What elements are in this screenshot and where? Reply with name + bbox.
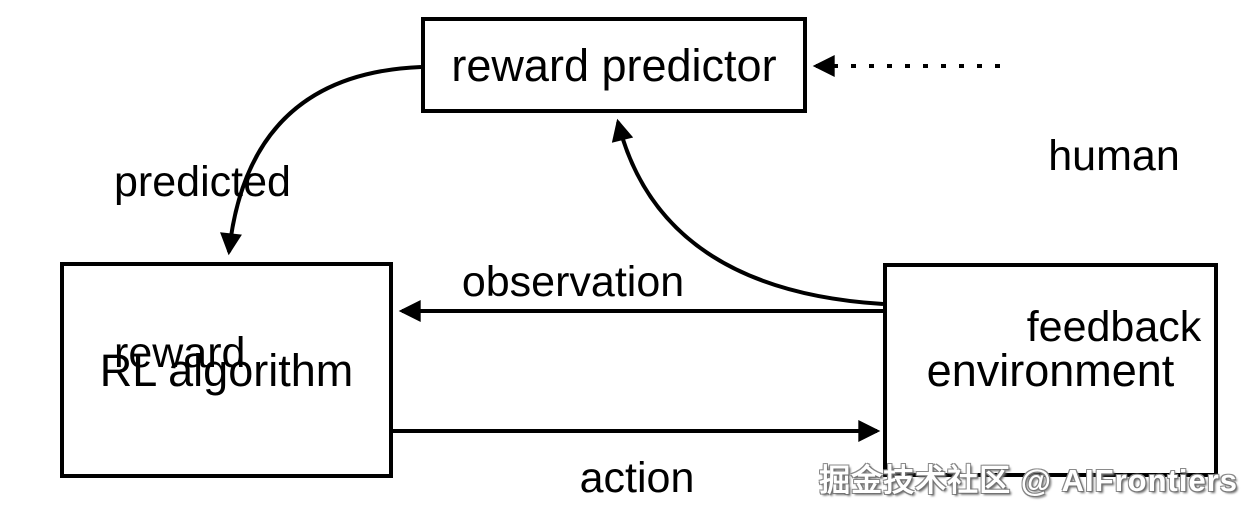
human-feedback-edge-label: human feedback xyxy=(1014,14,1214,470)
predicted-reward-label-line1: predicted xyxy=(114,158,291,206)
human-feedback-label-line1: human xyxy=(1048,132,1180,180)
human-feedback-label-line2: feedback xyxy=(1026,303,1202,351)
environment-box: environment xyxy=(883,263,1218,477)
rl-algorithm-label: RL algorithm xyxy=(99,344,354,396)
reward-predictor-label: reward predictor xyxy=(451,39,777,91)
action-edge-label: action xyxy=(579,454,695,502)
predicted-reward-edge-label: predicted reward xyxy=(114,40,291,496)
watermark-text: 掘金技术社区 @ AIFrontiers xyxy=(819,463,1238,498)
predicted-reward-label-line2: reward xyxy=(114,329,246,377)
environment-label: environment xyxy=(926,344,1175,396)
predicted-reward-arrow xyxy=(220,65,422,256)
rl-algorithm-box: RL algorithm xyxy=(60,262,393,478)
observation-edge-label: observation xyxy=(461,258,685,306)
environment-to-reward-predictor-arrow xyxy=(611,118,884,306)
reward-predictor-box: reward predictor xyxy=(421,17,807,113)
